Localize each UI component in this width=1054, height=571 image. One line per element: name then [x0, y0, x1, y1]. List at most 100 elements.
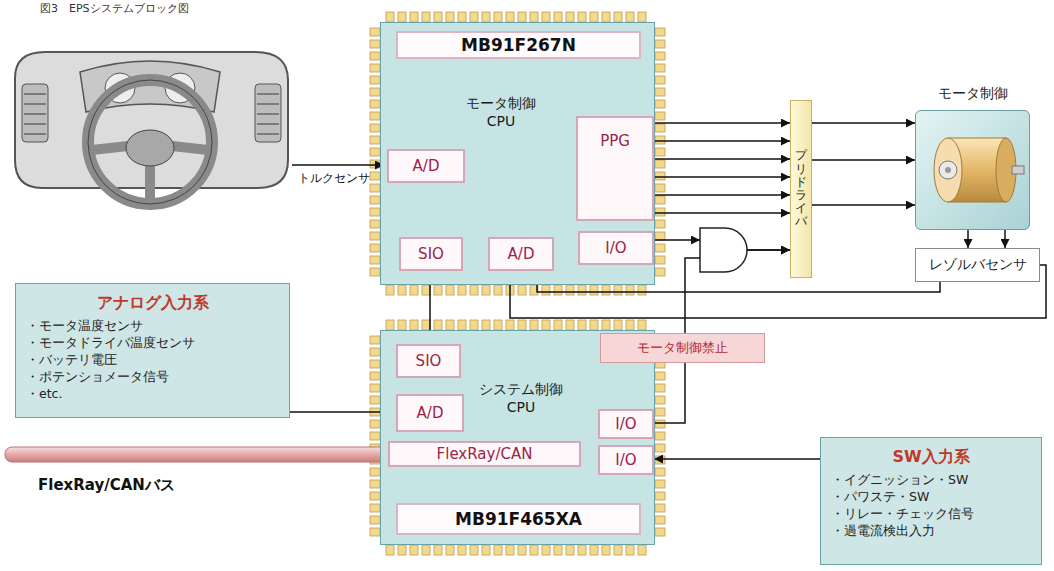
- chip-pin: [655, 420, 665, 428]
- signal-arrow: [654, 212, 790, 214]
- chip-pin: [655, 528, 665, 536]
- chip-pin: [410, 285, 418, 295]
- chip-pin: [482, 320, 490, 330]
- chip-pin: [370, 76, 380, 84]
- chip-pin: [458, 12, 466, 22]
- chip-pin: [578, 12, 586, 22]
- chip-pin: [602, 545, 610, 555]
- chip-pin: [638, 320, 646, 330]
- chip-pin: [506, 12, 514, 22]
- dashboard-illustration: [15, 52, 288, 204]
- peripheral-box: SIO: [399, 237, 463, 271]
- chip-pin: [655, 432, 665, 440]
- chip-pin: [370, 396, 380, 404]
- chip-pin: [602, 320, 610, 330]
- chip-pin: [655, 444, 665, 452]
- chip-pin: [386, 545, 394, 555]
- chip-pin: [434, 545, 442, 555]
- chip-pin: [370, 372, 380, 380]
- chip-pin: [370, 220, 380, 228]
- node-label: モータ制御: [916, 85, 1029, 103]
- chip-pin: [626, 320, 634, 330]
- chip-pin: [614, 320, 622, 330]
- signal-arrow: [654, 140, 790, 142]
- chip-pin: [370, 112, 380, 120]
- steering-wheel-edge: [88, 80, 212, 204]
- chip-pin: [494, 12, 502, 22]
- motor-face: [934, 138, 962, 202]
- list-item: ・モータドライバ温度センサ: [26, 334, 195, 351]
- steering-wheel: [88, 80, 212, 204]
- chip-pin: [518, 12, 526, 22]
- chip-pin: [655, 492, 665, 500]
- vent-slats: [257, 94, 279, 134]
- list-item: ・過電流検出入力: [831, 522, 935, 539]
- chip-pin: [655, 100, 665, 108]
- peripheral-box: A/D: [387, 149, 465, 183]
- list-item: ・パワステ・SW: [831, 488, 929, 505]
- chip-pin: [370, 208, 380, 216]
- signal-arrow: [812, 122, 915, 124]
- gate-input-arrow: [692, 239, 700, 241]
- chip-pin: [370, 492, 380, 500]
- chip-pin: [554, 545, 562, 555]
- figure-title: 図3 EPSシステムブロック図: [40, 1, 189, 16]
- chip-pin: [370, 64, 380, 72]
- chip-pin: [410, 12, 418, 22]
- chip-pin: [554, 12, 562, 22]
- chip-name-box: MB91F267N: [396, 31, 641, 59]
- chip-pins: [370, 12, 665, 555]
- signal-arrow: [812, 204, 915, 206]
- chip-pin: [398, 12, 406, 22]
- signal-arrow: [654, 176, 790, 178]
- chip-pin: [494, 545, 502, 555]
- chip-pin: [638, 12, 646, 22]
- chip-pin: [542, 285, 550, 295]
- chip-pin: [370, 136, 380, 144]
- chip-pin: [370, 384, 380, 392]
- signal-arrow: [654, 240, 790, 250]
- chip-pin: [655, 504, 665, 512]
- chip-pin: [655, 52, 665, 60]
- chip-pin: [506, 545, 514, 555]
- chip-pin: [482, 545, 490, 555]
- chip-pin: [398, 545, 406, 555]
- chip-pin: [542, 545, 550, 555]
- chip-pin: [655, 468, 665, 476]
- chip-pin: [370, 420, 380, 428]
- chip-pin: [370, 348, 380, 356]
- chip-pin: [554, 320, 562, 330]
- chip-pin: [494, 285, 502, 295]
- peripheral-box: A/D: [396, 394, 464, 432]
- chip-pin: [370, 196, 380, 204]
- chip-pin: [655, 208, 665, 216]
- chip-pin: [386, 12, 394, 22]
- chip-pin: [655, 160, 665, 168]
- node-label: I/O: [615, 415, 636, 433]
- mcu-chip: モータ制御 CPUMB91F267NA/DPPGSIOA/DI/O: [380, 22, 655, 285]
- node-label: SW入力系: [892, 446, 969, 468]
- chip-pin: [542, 12, 550, 22]
- wheel-hub: [126, 130, 174, 166]
- chip-pin: [482, 285, 490, 295]
- chip-pin: [398, 285, 406, 295]
- node-label: MB91F267N: [461, 35, 576, 55]
- chip-pin: [518, 320, 526, 330]
- chip-pin: [578, 320, 586, 330]
- signal-label: トルクセンサ: [298, 170, 370, 187]
- peripheral-box: I/O: [598, 409, 654, 439]
- chip-pin: [370, 528, 380, 536]
- chip-pin: [566, 320, 574, 330]
- chip-pin: [370, 432, 380, 440]
- chip-pin: [655, 220, 665, 228]
- signal-arrow: [654, 122, 790, 124]
- torque-signal-arrow: [292, 164, 384, 166]
- chip-pin: [590, 545, 598, 555]
- chip-pin: [494, 320, 502, 330]
- motor-panel: [915, 110, 1030, 230]
- air-vent: [22, 84, 48, 142]
- node-label: SIO: [416, 352, 442, 370]
- chip-pin: [655, 480, 665, 488]
- chip-pin: [655, 76, 665, 84]
- chip-pin: [578, 285, 586, 295]
